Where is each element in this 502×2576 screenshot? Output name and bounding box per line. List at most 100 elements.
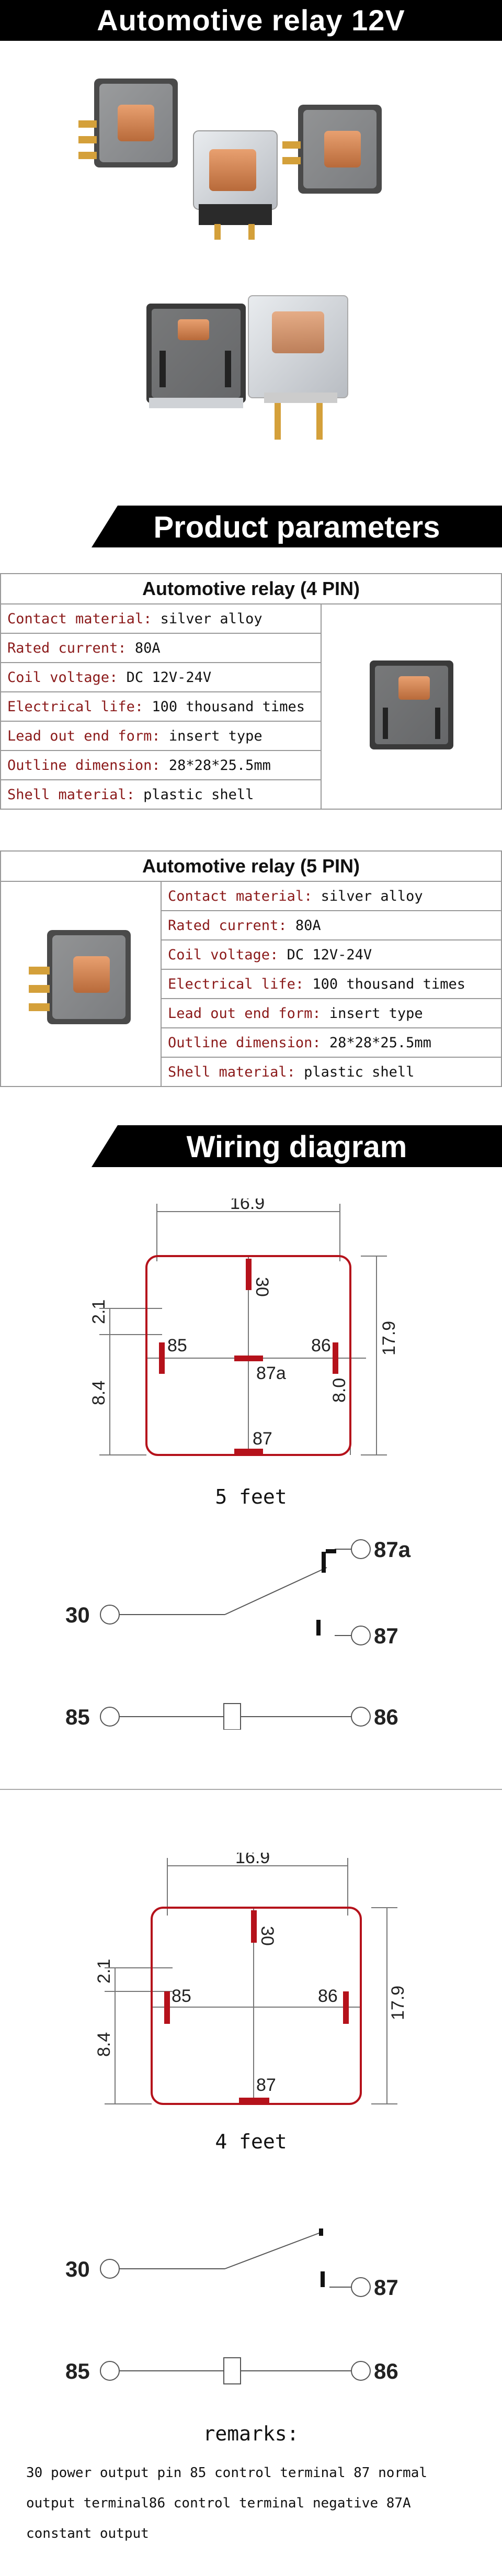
table-4pin-title: Automotive relay (4 PIN) [0,573,502,604]
dim-left-top-label: 2.1 [89,1300,109,1324]
table-row: Electrical life: 100 thousand times [1,969,502,999]
spec-value: silver alloy [321,888,423,904]
divider [0,1789,502,1790]
remarks-title: remarks: [203,2422,299,2445]
spec-label: Rated current: [168,917,287,934]
circuit-diagram-4pin: 30 87 85 86 [65,2228,398,2384]
relay-photo-2 [193,130,278,240]
spec-table-4pin: Automotive relay (4 PIN) Contact materia… [0,573,502,810]
spec-label: Shell material: [168,1063,295,1080]
dim-height-label: 17.9 [388,1986,408,2020]
spec-value: 100 thousand times [312,976,465,992]
relay-4pin-photo [369,660,453,749]
spec-value: DC 12V-24V [126,669,212,686]
spec-label: Coil voltage: [7,669,118,686]
page-title-banner: Automotive relay 12V [0,0,502,41]
table-row: Outline dimension: 28*28*25.5mm [1,1027,502,1058]
dim-width-label: 16.9 [230,1199,265,1213]
spec-label: Lead out end form: [168,1005,321,1022]
page-title: Automotive relay 12V [97,4,405,37]
circuit-pin-85: 85 [65,2359,90,2383]
relay-photo-3 [282,105,382,194]
table-row: Rated current: 80A [0,633,501,663]
spec-value: 28*28*25.5mm [329,1034,431,1051]
spec-value: 80A [295,917,321,934]
spec-value: insert type [329,1005,423,1022]
table-row: Outline dimension: 28*28*25.5mm [0,750,501,780]
remarks-line-1: 30 power output pin 85 control terminal … [26,2465,428,2481]
spec-label: Contact material: [7,610,152,627]
spec-value: DC 12V-24V [287,946,372,963]
wiring-diagram-heading: Wiring diagram [186,1130,407,1164]
product-photos [78,79,382,440]
dim-width-label: 16.9 [235,1853,270,1867]
circuit-pin-30: 30 [65,2257,90,2281]
spec-value: plastic shell [143,786,254,803]
table-row: Shell material: plastic shell [1,1057,502,1087]
relay-4pin-photo-cell [321,603,502,810]
spec-label: Lead out end form: [7,727,161,744]
product-parameters-heading: Product parameters [153,510,440,544]
remarks-line-3: constant output [26,2526,149,2541]
diagram-4pin-caption: 4 feet [215,2130,287,2153]
table-row: Electrical life: 100 thousand times [0,691,501,722]
spec-value: plastic shell [304,1063,415,1080]
table-5pin-title: Automotive relay (5 PIN) [0,850,502,882]
spec-value: 80A [134,640,161,656]
spec-label: Contact material: [168,888,313,904]
pin-85-label: 85 [172,1986,191,2006]
pin-30-label: 30 [252,1277,272,1297]
spec-label: Electrical life: [7,698,144,715]
spec-label: Outline dimension: [168,1034,321,1051]
dimension-diagram-5pin: 16.9 30 85 86 87a 87 2.1 8.4 8.0 17.9 [89,1199,399,1456]
relay-5pin-photo-cell [0,881,162,1087]
relay-5pin-photo [28,929,131,1024]
spec-table-5pin: Automotive relay (5 PIN) Contact materia… [0,850,502,1087]
pin-86-label: 86 [318,1986,338,2006]
spec-label: Electrical life: [168,976,304,992]
spec-label: Rated current: [7,640,127,656]
pin-86-label: 86 [311,1336,331,1356]
dim-left-bottom-label: 8.4 [94,2032,114,2057]
spec-value: 100 thousand times [152,698,305,715]
circuit-pin-86: 86 [374,2359,398,2383]
dim-left-top-label: 2.1 [94,1959,114,1984]
wiring-diagram-banner: Wiring diagram [92,1125,502,1167]
pin-30-label: 30 [257,1926,277,1946]
product-parameters-banner: Product parameters [92,506,502,547]
relay-photo-1 [78,79,178,167]
circuit-pin-87: 87 [374,1623,398,1648]
spec-label: Coil voltage: [168,946,279,963]
pin-87a-label: 87a [256,1363,286,1383]
relay-photo-5 [248,295,348,440]
table-row: Shell material: plastic shell [0,779,501,810]
pin-87-label: 87 [256,2075,276,2095]
pin-87-label: 87 [253,1429,272,1449]
diagram-5pin-caption: 5 feet [215,1485,287,1508]
spec-value: silver alloy [160,610,263,627]
pin-85-label: 85 [167,1336,187,1356]
table-row: Contact material: silver alloy [0,603,502,810]
circuit-pin-86: 86 [374,1705,398,1729]
dimension-diagram-4pin: 16.9 30 85 86 87 2.1 8.4 17.9 [94,1853,408,2105]
table-row: Contact material: silver alloy [0,881,502,1087]
circuit-pin-30: 30 [65,1603,90,1627]
dim-left-bottom-label: 8.4 [89,1381,109,1405]
table-row: Coil voltage: DC 12V-24V [0,662,501,692]
dim-height-label: 17.9 [379,1321,399,1356]
table-row: Rated current: 80A [1,910,502,940]
spec-value: 28*28*25.5mm [168,757,271,774]
circuit-pin-87: 87 [374,2275,398,2300]
dim-right-bottom-label: 8.0 [329,1378,349,1403]
table-row: Lead out end form: insert type [0,721,501,751]
spec-label: Outline dimension: [7,757,161,774]
relay-photo-4 [146,304,246,408]
table-row: Coil voltage: DC 12V-24V [1,939,502,970]
remarks-line-2: output terminal86 control terminal negat… [26,2495,411,2511]
spec-label: Shell material: [7,786,135,803]
table-row: Lead out end form: insert type [1,998,502,1028]
circuit-pin-85: 85 [65,1705,90,1729]
circuit-pin-87a: 87a [374,1537,411,1562]
circuit-diagram-5pin: 30 87a 87 85 86 [65,1537,411,1730]
spec-value: insert type [168,727,263,744]
